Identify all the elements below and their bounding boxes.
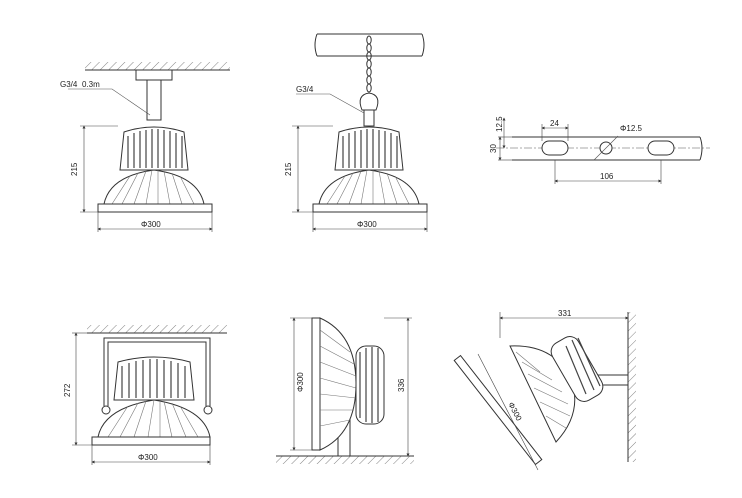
lamp-tilted: [453, 336, 604, 466]
dim-12-5: 12.5: [495, 116, 504, 132]
dim-width-30: 30: [489, 144, 498, 153]
dim-height-272: 272: [63, 383, 72, 397]
label-thread-2: G3/4: [296, 85, 314, 94]
dim-hole-phi12-5: Φ12.5: [620, 124, 643, 133]
lamp-bracket: [91, 356, 213, 446]
lamp-ceiling: [97, 126, 213, 213]
dim-spacing-106: 106: [600, 172, 614, 181]
lamp-chain: [312, 126, 428, 213]
view-side-wall: Φ300 336: [276, 317, 414, 464]
dim-diameter-1: Φ300: [141, 220, 161, 229]
view-slot-detail: 30 12.5 24 Φ12.5 106: [489, 116, 710, 184]
view-chain-hook: G3/4 215 Φ300: [284, 33, 428, 232]
view-ceiling-mount: G3/4 0.3m 215 Φ300: [60, 62, 230, 232]
ceiling-hatch: [85, 62, 230, 70]
dim-span-331: 331: [558, 309, 572, 318]
dim-height-1: 215: [70, 162, 79, 176]
lamp-side: [311, 317, 385, 451]
dim-height-336: 336: [397, 378, 406, 392]
label-cable-length: 0.3m: [82, 80, 100, 89]
view-bracket-ceiling: 272 Φ300: [63, 325, 227, 465]
dim-diameter-2: Φ300: [357, 220, 377, 229]
dim-height-2: 215: [284, 162, 293, 176]
view-tilted-wall: 331 Φ300: [453, 309, 636, 471]
chain: [366, 35, 372, 93]
dim-slot-24: 24: [550, 119, 559, 128]
dim-diameter-4: Φ300: [296, 372, 305, 392]
dim-diameter-3: Φ300: [138, 453, 158, 462]
label-thread-1: G3/4: [60, 80, 78, 89]
